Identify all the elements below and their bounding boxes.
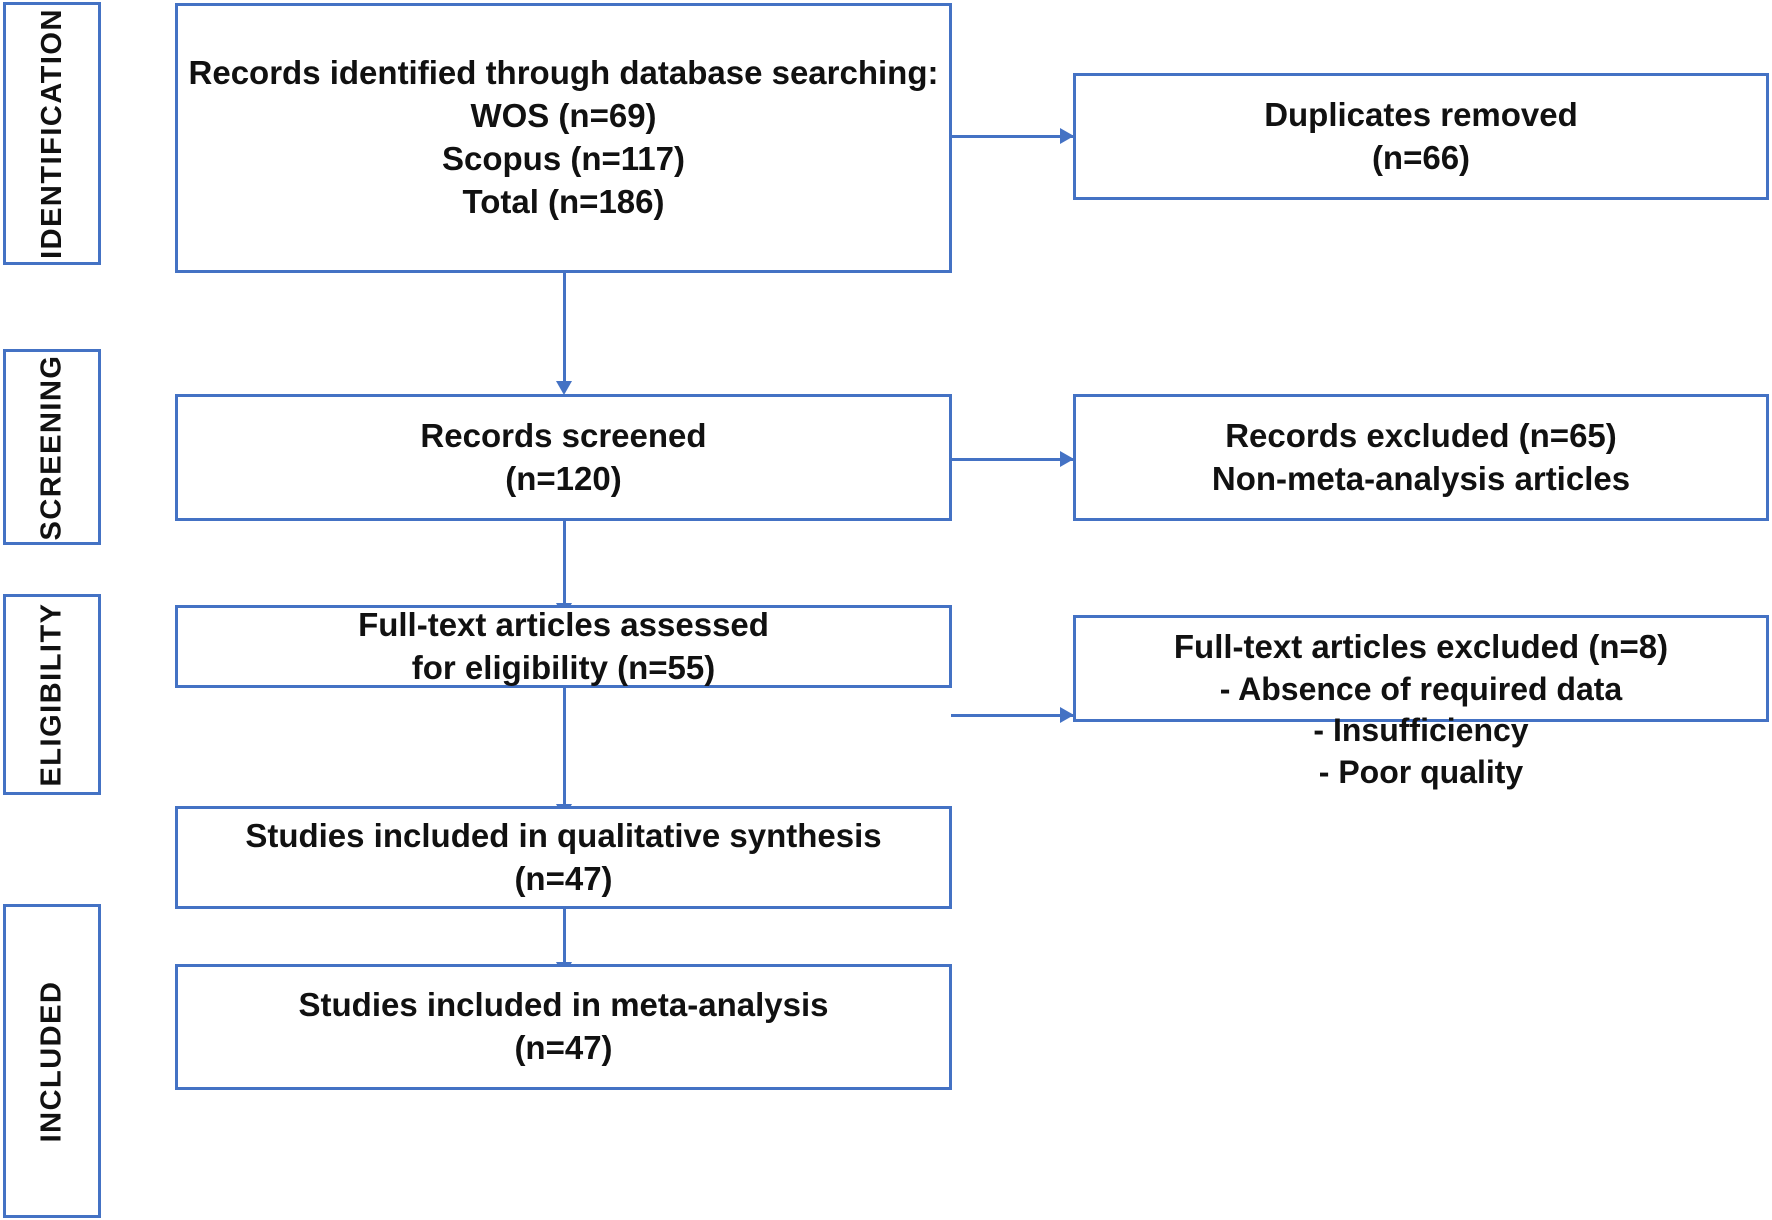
meta-analysis-line-2: (n=47)	[514, 1029, 613, 1066]
box-records-screened[interactable]: Records screened (n=120)	[175, 394, 952, 521]
connector-identified-to-duplicates	[951, 135, 1076, 138]
stage-label-eligibility-text: ELIGIBILITY	[35, 602, 68, 787]
fulltext-excluded-line-1: Full-text articles excluded (n=8)	[1173, 628, 1669, 665]
records-screened-line-2: (n=120)	[505, 459, 622, 497]
meta-analysis-line-1: Studies included in meta-analysis	[298, 986, 829, 1024]
box-records-excluded[interactable]: Records excluded (n=65) Non-meta-analysi…	[1073, 394, 1769, 521]
stage-label-included: INCLUDED	[3, 904, 101, 1218]
fulltext-assessed-line-2: for eligibility (n=55)	[411, 648, 716, 686]
arrow-screened-to-excluded	[1060, 451, 1074, 467]
duplicates-removed-line-1: Duplicates removed	[1264, 95, 1578, 133]
box-meta-analysis[interactable]: Studies included in meta-analysis (n=47)	[175, 964, 952, 1090]
stage-label-identification: IDENTIFICATION	[3, 2, 101, 265]
stage-label-screening-text: SCREENING	[35, 354, 68, 540]
connector-screened-to-excluded	[951, 458, 1076, 461]
duplicates-removed-line-2: (n=66)	[1371, 138, 1471, 176]
records-identified-line-1: Records identified through database sear…	[188, 54, 939, 92]
connector-screened-to-fulltext	[563, 521, 566, 605]
box-fulltext-assessed[interactable]: Full-text articles assessed for eligibil…	[175, 605, 952, 688]
fulltext-assessed-line-1: Full-text articles assessed	[358, 605, 769, 643]
stage-label-included-text: INCLUDED	[35, 980, 68, 1142]
records-identified-line-3: Scopus (n=117)	[441, 140, 685, 177]
records-excluded-line-2: Non-meta-analysis articles	[1211, 459, 1631, 497]
box-duplicates-removed[interactable]: Duplicates removed (n=66)	[1073, 73, 1769, 200]
box-records-identified[interactable]: Records identified through database sear…	[175, 3, 952, 273]
connector-qualitative-to-meta	[563, 907, 566, 964]
records-identified-line-2: WOS (n=69)	[470, 97, 657, 135]
arrow-fulltext-to-excluded	[1060, 707, 1074, 723]
connector-fulltext-to-qualitative	[563, 688, 566, 806]
qualitative-synthesis-line-2: (n=47)	[514, 859, 613, 897]
records-screened-line-1: Records screened	[420, 416, 707, 454]
stage-label-screening: SCREENING	[3, 349, 101, 545]
arrow-identified-to-screened	[556, 381, 572, 395]
arrow-identified-to-duplicates	[1060, 128, 1074, 144]
stage-label-identification-text: IDENTIFICATION	[35, 8, 68, 259]
stage-label-eligibility: ELIGIBILITY	[3, 594, 101, 795]
box-fulltext-excluded[interactable]: Full-text articles excluded (n=8) - Abse…	[1073, 615, 1769, 790]
fulltext-excluded-line-4: - Poor quality	[1318, 754, 1524, 791]
connector-fulltext-to-excluded	[951, 714, 1076, 717]
records-identified-line-4: Total (n=186)	[462, 182, 665, 220]
records-excluded-line-1: Records excluded (n=65)	[1225, 416, 1617, 454]
fulltext-excluded-line-2: - Absence of required data	[1219, 670, 1623, 707]
qualitative-synthesis-line-1: Studies included in qualitative synthesi…	[245, 816, 882, 854]
box-qualitative-synthesis[interactable]: Studies included in qualitative synthesi…	[175, 806, 952, 909]
fulltext-excluded-line-3: - Insufficiency	[1313, 712, 1529, 749]
connector-identified-to-screened	[563, 271, 566, 383]
